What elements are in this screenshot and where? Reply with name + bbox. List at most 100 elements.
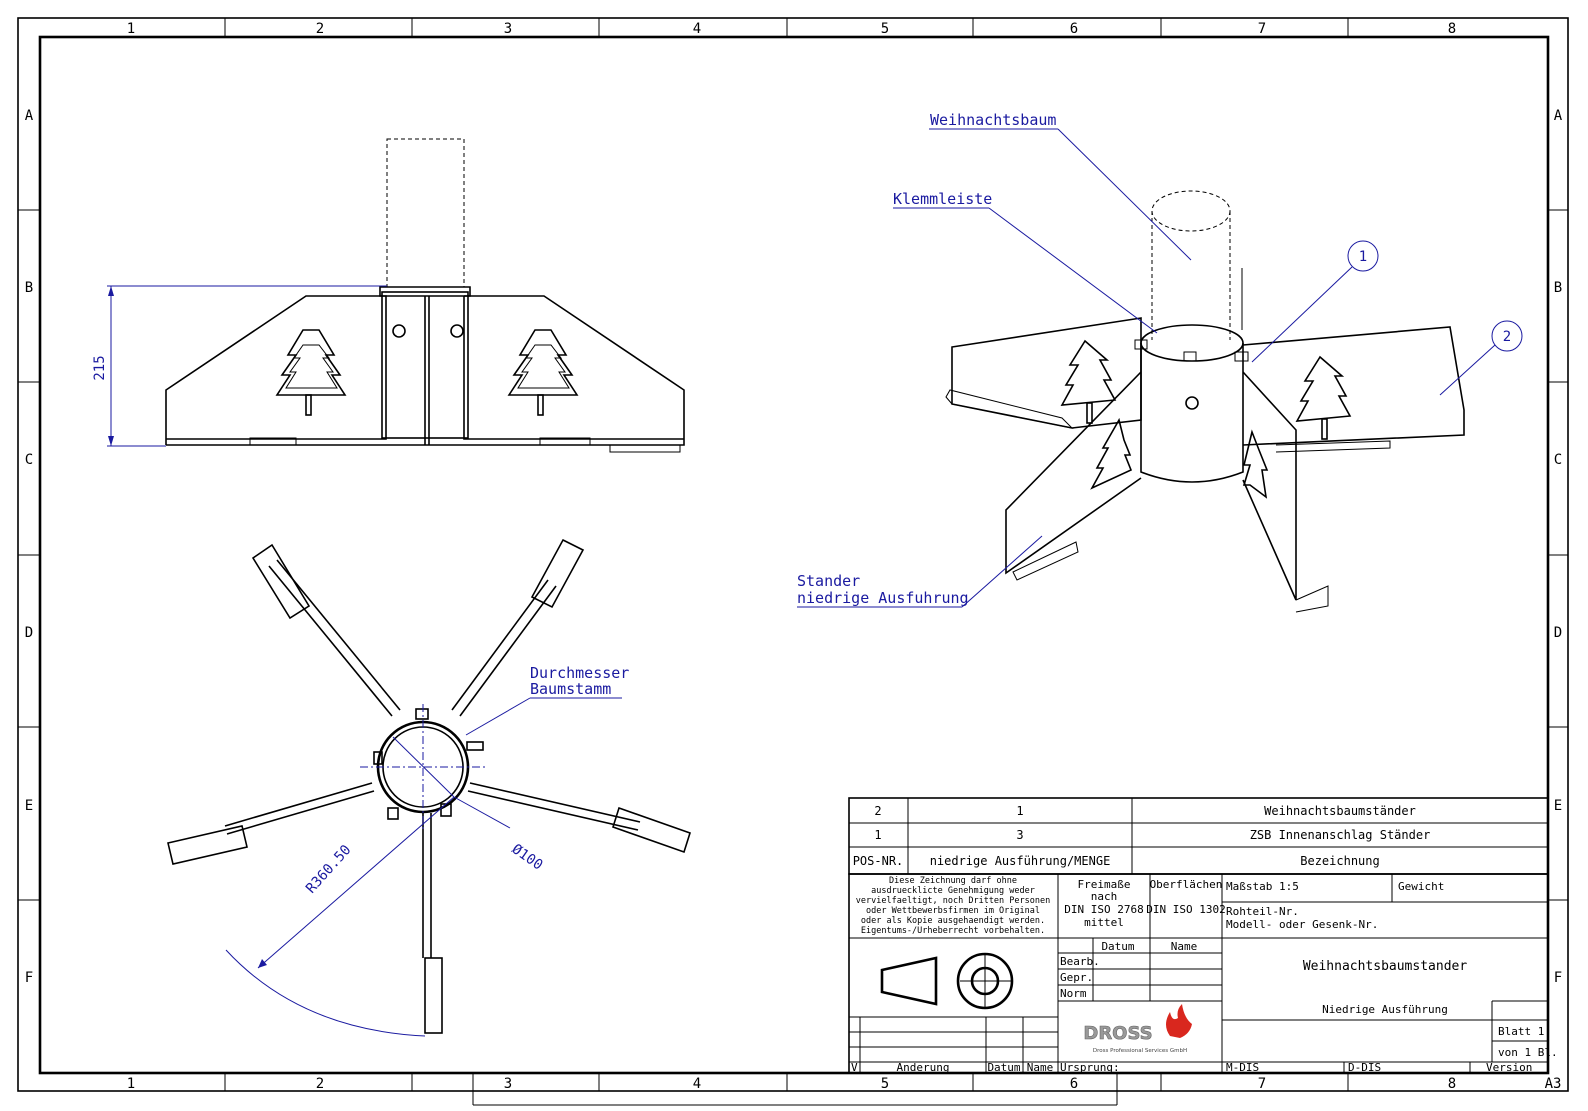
notice-line: oder als Kopie ausgehaendigt werden. — [861, 916, 1045, 926]
gepr-label: Gepr. — [1060, 971, 1093, 984]
rev-aenderung: Änderung — [897, 1061, 950, 1074]
row-label: C — [25, 452, 33, 468]
row-label: E — [1554, 798, 1562, 814]
parts-row-pos: 2 — [874, 804, 881, 818]
projection-symbol-icon — [880, 952, 1014, 1010]
freimasse-line: DIN ISO 2768 — [1064, 903, 1143, 916]
row-label: A — [1554, 108, 1563, 124]
notice-line: Eigentums-/Urheberrecht vorbehalten. — [861, 926, 1045, 936]
col-label: 8 — [1448, 1076, 1456, 1092]
oberflachen-norm: DIN ISO 1302 — [1146, 903, 1225, 916]
parts-row-pos: 1 — [874, 828, 881, 842]
notice-line: Diese Zeichnung darf ohne — [889, 876, 1017, 886]
notice-line: vervielfaeltigt, noch Dritten Personen — [856, 896, 1050, 906]
column-labels-top: 1 2 3 4 5 6 7 8 — [127, 21, 1456, 37]
row-label: E — [25, 798, 33, 814]
tree-trunk-phantom — [386, 138, 465, 288]
logo-subtext: Dross Professional Services GmbH — [1093, 1048, 1187, 1054]
row-label: D — [1554, 625, 1562, 641]
top-view: Ø100 R360.50 Durchmesser Baumstamm — [167, 538, 691, 1037]
balloon-2-label: 2 — [1503, 329, 1511, 345]
blatt-label: Blatt 1 — [1498, 1025, 1544, 1038]
modell-nr: Modell- oder Gesenk-Nr. — [1226, 918, 1378, 931]
parts-header-name: Bezeichnung — [1300, 854, 1379, 868]
notice-line: ausdruecklicte Genehmigung weder — [871, 886, 1035, 896]
label-baumstamm: Baumstamm — [530, 680, 611, 698]
balloon-2 — [1491, 320, 1523, 352]
drawing-subtitle: Niedrige Ausführung — [1322, 1003, 1448, 1016]
d-dis: D-DIS — [1348, 1061, 1381, 1074]
col-label: 6 — [1070, 1076, 1078, 1092]
col-label: 8 — [1448, 21, 1456, 37]
col-label: 4 — [693, 21, 701, 37]
row-label: D — [25, 625, 33, 641]
column-labels-bottom: 1 2 3 4 5 6 7 8 A3 — [127, 1076, 1562, 1092]
front-view: 215 — [92, 138, 685, 453]
row-label: F — [25, 970, 33, 986]
parts-row-qty: 3 — [1016, 828, 1023, 842]
label-niedrige-ausfuhrung: niedrige Ausfuhrung — [797, 589, 969, 607]
col-label: 5 — [881, 1076, 889, 1092]
label-durchmesser: Durchmesser — [530, 664, 629, 682]
sheet-format-label: A3 — [1545, 1076, 1562, 1092]
rev-v: V — [851, 1061, 858, 1074]
name-header: Name — [1171, 940, 1198, 953]
rev-datum: Datum — [987, 1061, 1020, 1074]
col-label: 5 — [881, 21, 889, 37]
freimasse-line: mittel — [1084, 916, 1124, 929]
col-label: 1 — [127, 1076, 135, 1092]
row-labels-left: A B C D E F — [25, 108, 34, 986]
row-label: A — [25, 108, 34, 124]
von-label: von 1 Bl. — [1498, 1046, 1558, 1059]
parts-header-qty: niedrige Ausführung/MENGE — [930, 854, 1111, 868]
col-label: 2 — [316, 1076, 324, 1092]
row-label: C — [1554, 452, 1562, 468]
bearb-label: Bearb. — [1060, 955, 1100, 968]
norm-label: Norm — [1060, 987, 1087, 1000]
parts-list: 2 1 Weihnachtsbaumständer 1 3 ZSB Innena… — [848, 797, 1549, 875]
notice-line: oder Wettbewerbsfirmen im Original — [866, 906, 1040, 916]
tree-trunk-iso — [1151, 190, 1231, 232]
freimasse-line: Freimaße — [1078, 878, 1131, 891]
dimension-diameter: Ø100 — [509, 841, 546, 873]
parts-row-name: Weihnachtsbaumständer — [1264, 804, 1416, 818]
oberflachen-label: Oberflächen — [1150, 878, 1223, 891]
dimension-radius: R360.50 — [303, 842, 354, 897]
ursprung: Ursprung: — [1060, 1061, 1120, 1074]
freimasse-line: nach — [1091, 890, 1118, 903]
logo-text: DROSS — [1083, 1023, 1152, 1044]
row-label: B — [25, 280, 33, 296]
drawing-title: Weihnachtsbaumstander — [1303, 959, 1468, 974]
dross-logo-icon: DROSS Dross Professional Services GmbH — [1083, 1004, 1192, 1054]
m-dis: M-DIS — [1226, 1061, 1259, 1074]
col-label: 7 — [1258, 1076, 1266, 1092]
label-klemmleiste: Klemmleiste — [893, 190, 992, 208]
datum-header: Datum — [1101, 940, 1134, 953]
version: Version — [1486, 1061, 1532, 1074]
balloon-1 — [1347, 240, 1379, 272]
label-stander: Stander — [797, 572, 860, 590]
parts-header-pos: POS-NR. — [853, 854, 904, 868]
col-label: 6 — [1070, 21, 1078, 37]
col-label: 2 — [316, 21, 324, 37]
isometric-view: Weihnachtsbaum Klemmleiste Stander niedr… — [797, 111, 1523, 613]
col-label: 4 — [693, 1076, 701, 1092]
col-label: 7 — [1258, 21, 1266, 37]
massstab: Maßstab 1:5 — [1226, 880, 1299, 893]
parts-row-name: ZSB Innenanschlag Ständer — [1250, 828, 1431, 842]
dimension-height: 215 — [92, 355, 108, 380]
rohteil-nr: Rohteil-Nr. — [1226, 905, 1299, 918]
balloon-1-label: 1 — [1359, 249, 1367, 265]
rev-name: Name — [1027, 1061, 1054, 1074]
gewicht: Gewicht — [1398, 880, 1444, 893]
col-label: 3 — [504, 1076, 512, 1092]
row-label: F — [1554, 970, 1562, 986]
row-labels-right: A B C D E F — [1554, 108, 1563, 986]
row-label: B — [1554, 280, 1562, 296]
col-label: 3 — [504, 21, 512, 37]
top-grid-ticks — [18, 18, 1568, 1106]
title-block: Diese Zeichnung darf ohne ausdruecklicte… — [848, 873, 1558, 1074]
col-label: 1 — [127, 21, 135, 37]
label-weihnachtsbaum: Weihnachtsbaum — [930, 111, 1056, 129]
